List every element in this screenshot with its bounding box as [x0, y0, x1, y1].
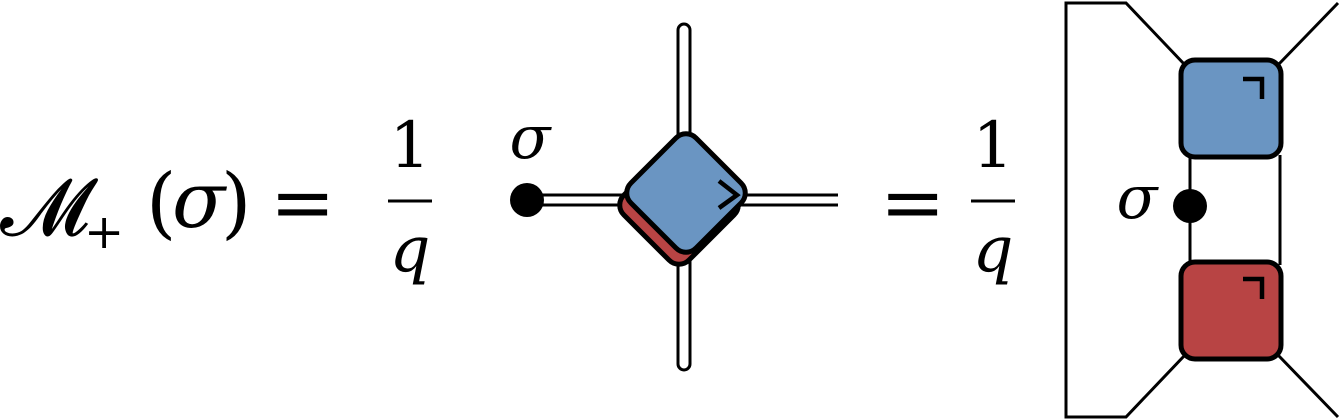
- equals-sign-2: =: [880, 158, 945, 248]
- lhs-open-paren: (: [146, 158, 176, 248]
- diagram-unfolded-gates: σ: [1064, 1, 1340, 419]
- top-gate-blue: [624, 131, 748, 255]
- diagram-folded-gate: σ: [510, 22, 838, 372]
- fraction-2-numerator: 1: [973, 109, 1014, 183]
- top-gate-orientation-marker: [1243, 76, 1265, 99]
- lhs-argument-sigma: σ: [172, 156, 227, 246]
- top-right-leg: [1276, 1, 1340, 67]
- fraction-1-denominator: q: [390, 213, 431, 287]
- lhs-symbol-M: 𝓜: [0, 161, 98, 254]
- sigma-node-label: σ: [510, 103, 553, 173]
- trace-contour: [1064, 1, 1187, 419]
- sigma-node-label: σ: [1117, 163, 1160, 233]
- fraction-1-numerator: 1: [390, 109, 431, 183]
- bottom-right-leg: [1276, 353, 1340, 419]
- top-gate-blue: [1178, 57, 1284, 160]
- sigma-node: [1173, 189, 1207, 223]
- lhs-close-paren: ): [221, 158, 251, 248]
- sigma-node: [510, 183, 544, 217]
- fraction-2-denominator: q: [973, 213, 1014, 287]
- lhs-subscript-plus: +: [84, 204, 124, 260]
- equals-sign-1: =: [270, 158, 335, 248]
- gate-orientation-marker: [717, 179, 741, 210]
- bottom-gate-orientation-marker: [1243, 276, 1265, 299]
- bottom-gate-red: [1178, 259, 1284, 362]
